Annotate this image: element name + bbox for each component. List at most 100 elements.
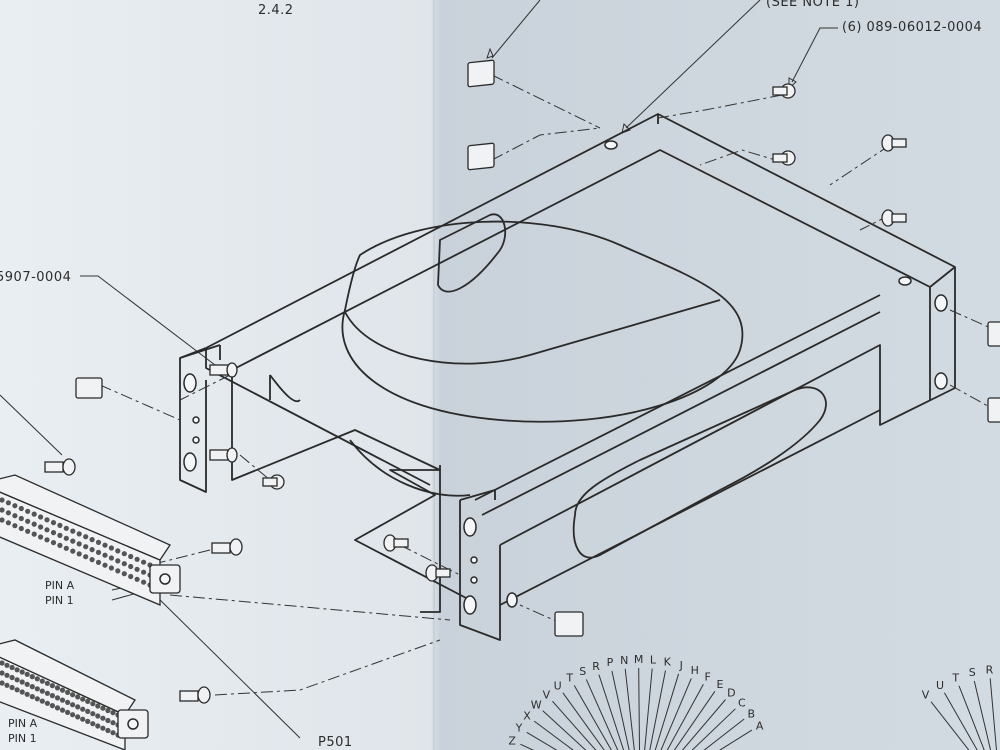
connector-pin [34, 696, 40, 702]
screw-part-number: (6) 089-06012-0004 [842, 20, 982, 35]
connector-pin [90, 711, 96, 717]
pin-1-label-upper: PIN 1 [45, 594, 74, 607]
bracket-holes [183, 140, 948, 615]
connector-pin [102, 562, 108, 568]
connector-pin [44, 680, 51, 686]
connector-pin [102, 552, 108, 558]
pin-fan-leader [611, 670, 630, 750]
connector-pin [110, 710, 116, 716]
connector-pin [100, 705, 106, 711]
connector-pin [5, 520, 11, 526]
connector-pin [24, 671, 30, 677]
pin-fan-leader [598, 674, 625, 750]
pin-letter-label: R [986, 664, 994, 677]
connector-pin [9, 684, 15, 691]
connector-pin [18, 515, 24, 522]
pin-fan-leader [930, 701, 970, 750]
connector-pin [76, 531, 82, 537]
connector-pin [70, 692, 76, 698]
pin-fan-leader [681, 699, 726, 750]
connector-pin [25, 518, 31, 524]
leader-p501 [151, 591, 301, 739]
connector-pin [9, 674, 15, 681]
connector-pin [25, 528, 31, 534]
connector-pin [44, 700, 51, 706]
connector-pin [31, 511, 37, 517]
connector-pin [54, 685, 61, 691]
connector-pin [0, 680, 5, 686]
connector-pin [12, 523, 18, 529]
pin-letter-label: E [717, 678, 724, 691]
connector-pin [44, 537, 50, 543]
connector-pin [49, 693, 56, 699]
pin-letter-label: U [554, 680, 562, 693]
connector-pin [34, 686, 40, 692]
pin-letter-label: Y [515, 722, 523, 735]
connector-pin [63, 535, 69, 541]
connector-pin [54, 695, 61, 701]
connector-pin [50, 520, 57, 526]
connector-pin [44, 690, 51, 696]
pin-letter-label: R [592, 660, 600, 673]
pin-fan-leader [542, 710, 587, 750]
connector-pin [0, 670, 5, 676]
connector-pin [89, 547, 95, 553]
connector-pin [5, 510, 11, 516]
connector-pin [141, 559, 147, 565]
connector-pin [141, 569, 147, 575]
connector-upper [0, 474, 181, 606]
connector-pin [0, 660, 5, 666]
pin-fan-leader [624, 668, 635, 750]
pin-letter-label: S [969, 666, 976, 679]
pin-letter-label: X [523, 710, 531, 723]
pin-fan-leader [573, 685, 612, 750]
connector-pin [95, 723, 101, 729]
pin-fan-leader [638, 667, 641, 750]
connector-pin [108, 555, 114, 561]
connector-pin [100, 725, 106, 731]
connector-pin [90, 721, 96, 727]
connector-pin [44, 517, 50, 523]
pin-letter-label: H [691, 664, 699, 677]
pin-fan-leader [703, 718, 745, 750]
connector-pin [34, 676, 40, 682]
connector-pin [85, 718, 91, 725]
pin-1-label-lower: PIN 1 [8, 732, 37, 745]
connector-pin [0, 507, 5, 513]
arrowhead-nut [486, 47, 494, 59]
connector-pin [110, 730, 116, 736]
pin-letter-label: Z [508, 734, 516, 747]
connector-pin [12, 513, 18, 519]
pin-fan-leader [660, 678, 692, 750]
pin-letter-label: P [607, 656, 614, 669]
connector-pin [70, 548, 76, 554]
connector-pin [38, 534, 44, 540]
connector-pin [70, 528, 76, 534]
pin-fan-leader [666, 683, 704, 750]
connector-pin [0, 497, 5, 503]
pin-letter-label: T [565, 672, 573, 685]
leader-line-screw [791, 27, 838, 83]
connector-pin [75, 704, 81, 710]
pin-fan-leader [958, 685, 985, 750]
bracket-part-number: 5907-0004 [0, 270, 71, 285]
connector-pin [134, 566, 140, 572]
connector-pin [70, 538, 76, 544]
leader-line-note [625, 0, 761, 129]
connector-pin [5, 500, 11, 506]
connector-pin [4, 662, 10, 668]
connector-pin [128, 573, 134, 580]
fasteners [44, 59, 1000, 704]
pin-letter-label: V [922, 689, 930, 702]
pin-letter-label: T [951, 671, 959, 684]
pin-letter-label: A [756, 719, 764, 732]
pin-fan-leader [552, 700, 597, 750]
pin-a-label-upper: PIN A [45, 579, 75, 592]
connector-pin [0, 517, 5, 523]
connector-pin [63, 545, 69, 551]
connector-pin [31, 521, 37, 527]
pin-letter-label: K [664, 656, 672, 669]
